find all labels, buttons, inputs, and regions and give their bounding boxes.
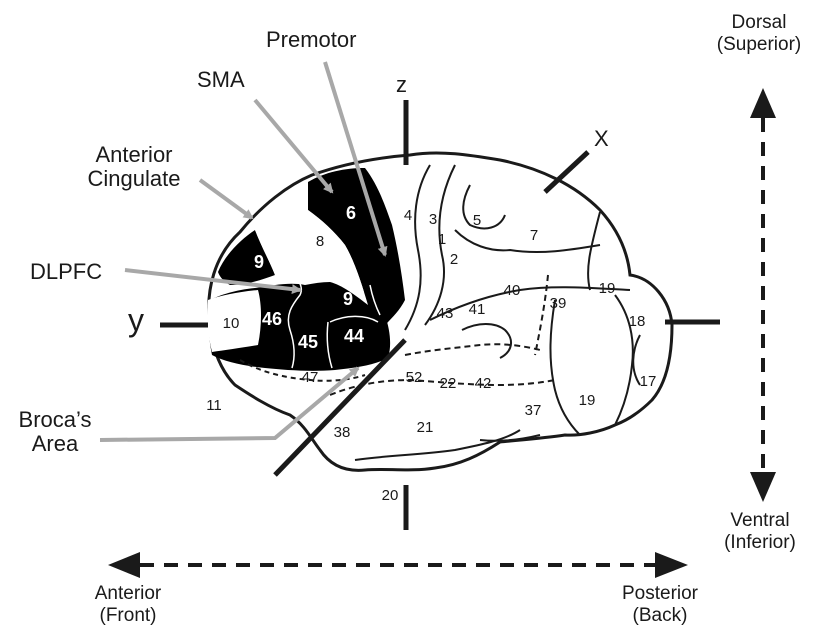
label-anterior-cingulate-line1: Anterior — [68, 143, 200, 167]
direction-dorsal: Dorsal (Superior) — [700, 12, 818, 56]
area-label-8: 8 — [316, 233, 324, 250]
area-label-44: 44 — [344, 326, 364, 346]
area-label-41: 41 — [469, 301, 486, 318]
area-label-43: 43 — [437, 305, 454, 322]
label-anterior-cingulate: Anterior Cingulate — [68, 143, 200, 191]
area-label-2: 2 — [450, 251, 458, 268]
area-label-1: 1 — [438, 231, 446, 248]
area-label-21: 21 — [417, 419, 434, 436]
label-brocas-line2: Area — [10, 432, 100, 456]
direction-anterior: Anterior (Front) — [80, 583, 176, 627]
label-dlpfc: DLPFC — [30, 260, 102, 284]
axis-label-x: X — [594, 126, 609, 152]
area-label-22: 22 — [440, 375, 457, 392]
area-label-42: 42 — [475, 375, 492, 392]
label-sma: SMA — [197, 68, 245, 92]
area-label-20: 20 — [382, 487, 399, 504]
direction-anterior-main: Anterior — [80, 583, 176, 605]
direction-posterior-main: Posterior — [605, 583, 715, 605]
area-label-3: 3 — [429, 211, 437, 228]
direction-posterior-sub: (Back) — [605, 605, 715, 627]
direction-dorsal-sub: (Superior) — [700, 34, 818, 56]
direction-ventral: Ventral (Inferior) — [705, 510, 815, 554]
direction-posterior: Posterior (Back) — [605, 583, 715, 627]
area-label-39: 39 — [550, 295, 567, 312]
area-label-19-top: 19 — [599, 280, 616, 297]
label-brocas-line1: Broca’s — [10, 408, 100, 432]
area-label-5: 5 — [473, 212, 481, 229]
area-label-18: 18 — [629, 313, 646, 330]
axis-label-z: z — [396, 72, 407, 98]
anterior-posterior-arrow — [108, 552, 688, 578]
direction-ventral-sub: (Inferior) — [705, 532, 815, 554]
area-label-47: 47 — [302, 369, 319, 386]
area-label-38: 38 — [334, 424, 351, 441]
area-label-19-bottom: 19 — [579, 392, 596, 409]
sma-arrow — [255, 100, 332, 192]
area-label-40: 40 — [504, 282, 521, 299]
label-brocas-area: Broca’s Area — [10, 408, 100, 456]
direction-dorsal-main: Dorsal — [700, 12, 818, 34]
area-label-11: 11 — [206, 397, 222, 414]
anterior-cingulate-arrow — [200, 180, 252, 218]
area-label-7: 7 — [530, 227, 538, 244]
direction-anterior-sub: (Front) — [80, 605, 176, 627]
label-anterior-cingulate-line2: Cingulate — [68, 167, 200, 191]
area-label-9-mid: 9 — [343, 289, 353, 309]
area-label-37: 37 — [525, 402, 542, 419]
area-label-9-top: 9 — [254, 252, 264, 272]
area-label-52: 52 — [406, 369, 423, 386]
label-premotor: Premotor — [266, 28, 356, 52]
area-label-4: 4 — [404, 207, 412, 224]
dorsal-ventral-arrow — [750, 88, 776, 502]
area-label-17: 17 — [640, 373, 657, 390]
area-label-46: 46 — [262, 309, 282, 329]
area-label-10: 10 — [223, 315, 240, 332]
area-label-45: 45 — [298, 332, 318, 352]
direction-ventral-main: Ventral — [705, 510, 815, 532]
area-label-6: 6 — [346, 203, 356, 223]
axis-label-y: y — [128, 302, 144, 339]
